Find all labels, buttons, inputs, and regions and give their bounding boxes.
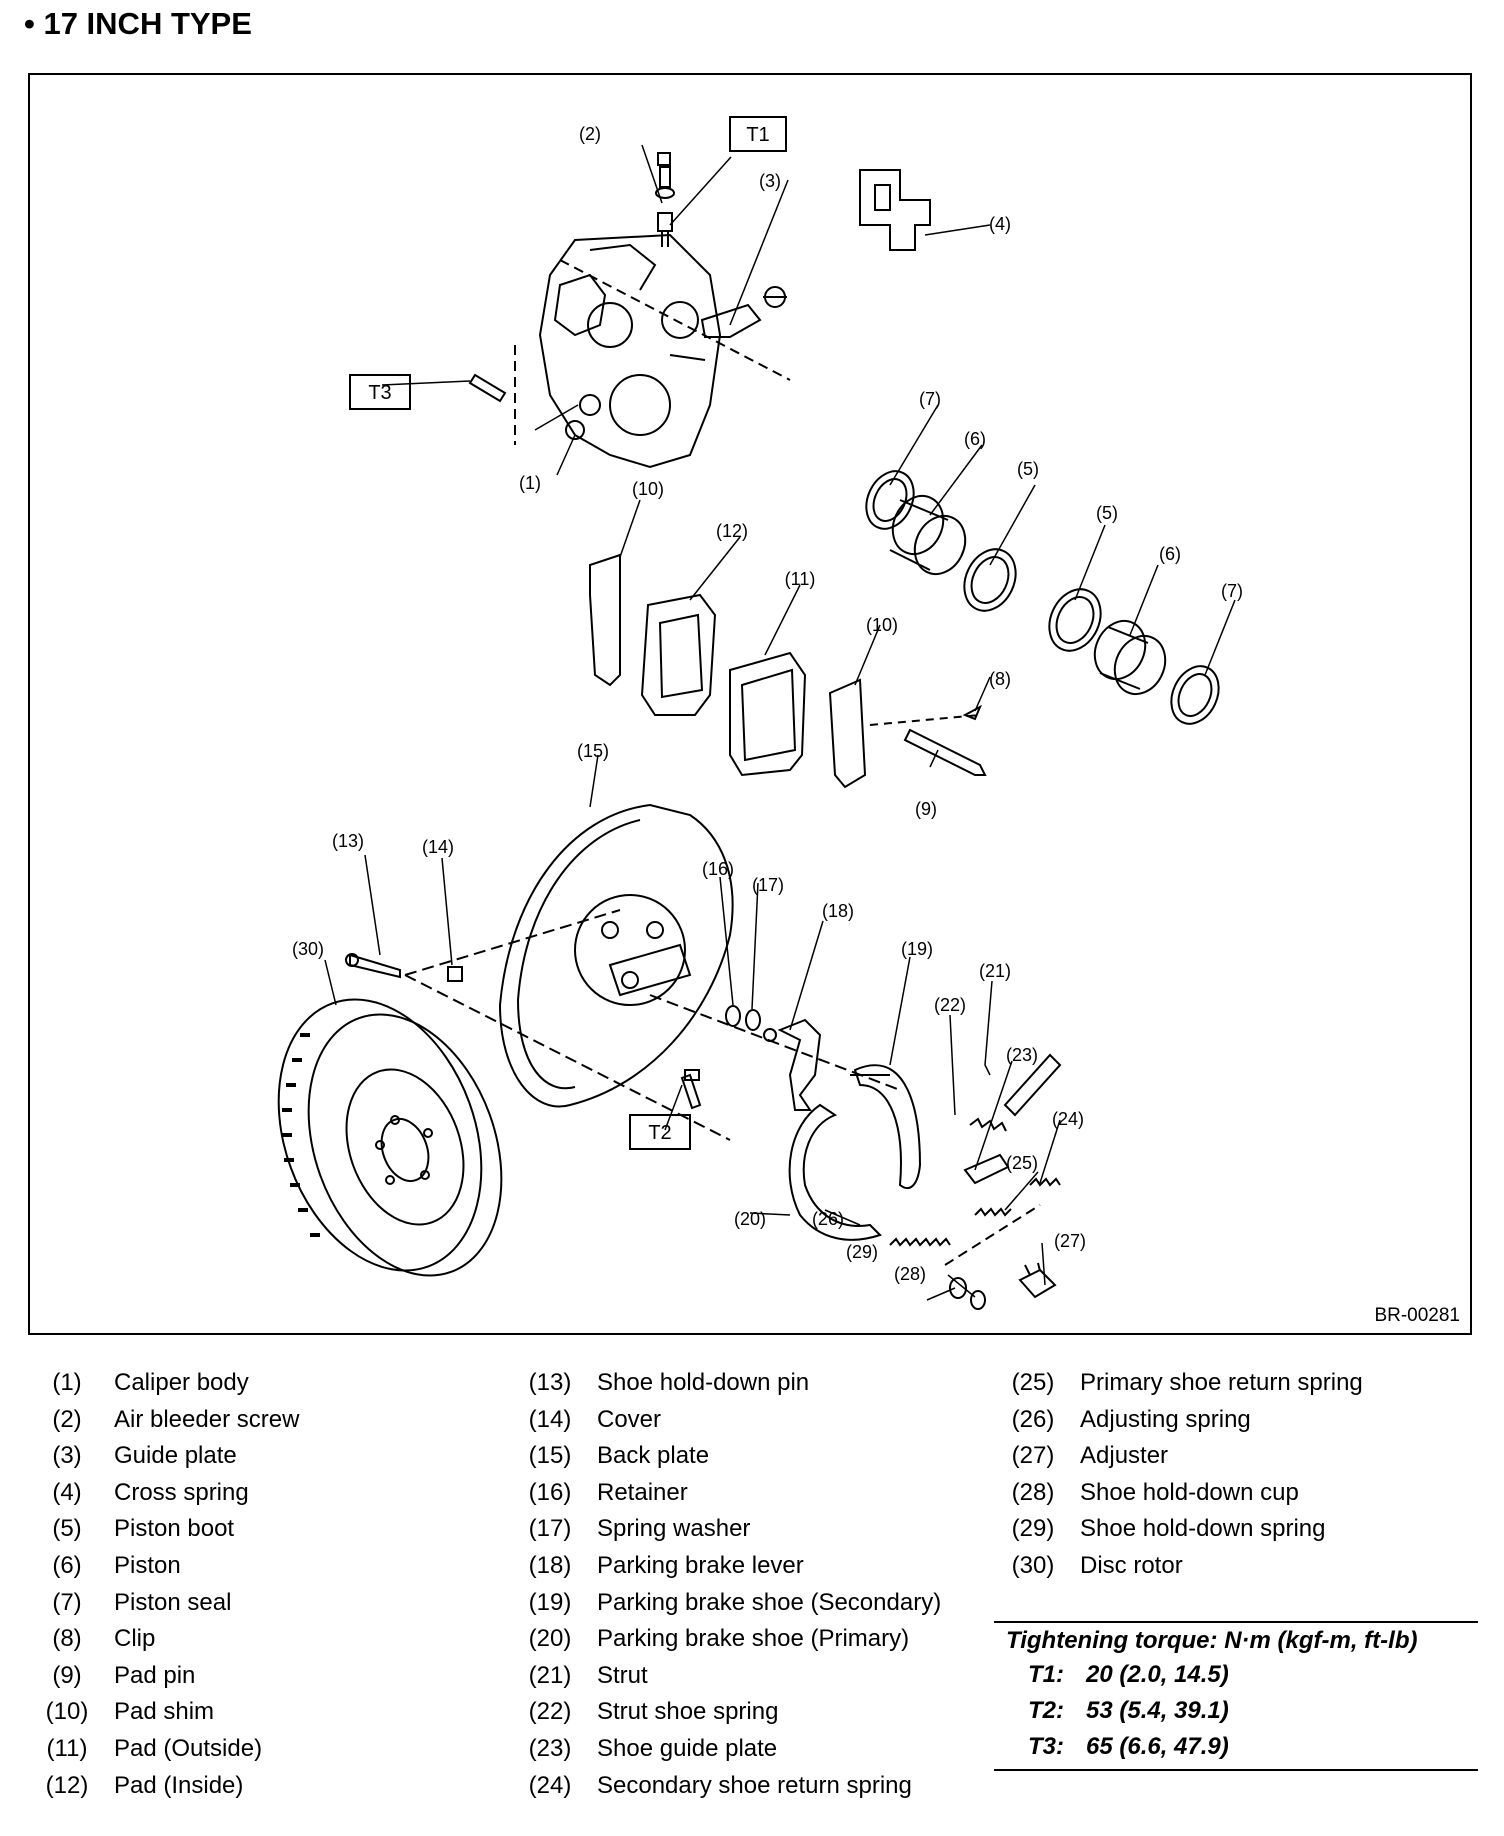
callout-21: (21) <box>979 961 1011 981</box>
callout-20: (20) <box>734 1209 766 1229</box>
piston-boot <box>1048 588 1102 652</box>
callout-22: (22) <box>934 995 966 1015</box>
callout-19: (19) <box>901 939 933 959</box>
callout-8: (8) <box>989 669 1011 689</box>
torque-row: T3:65 (6.6, 47.9) <box>1028 1733 1229 1760</box>
disc-rotor <box>277 998 503 1277</box>
callout-2: (2) <box>579 124 601 144</box>
callout-7: (7) <box>919 389 941 409</box>
dash-line <box>559 259 791 381</box>
shoe-hold-down-cup <box>970 1290 986 1310</box>
piston <box>1093 619 1167 696</box>
callout-6b: (6) <box>1159 544 1181 564</box>
callout-5: (5) <box>1017 459 1039 479</box>
cover <box>447 966 463 982</box>
callout-29: (29) <box>846 1242 878 1262</box>
figure-code: BR-00281 <box>1374 1305 1460 1326</box>
torque-tag-label: T1 <box>746 124 769 146</box>
parking-brake-shoe-secondary <box>850 1064 922 1190</box>
shoe-hold-down-pin <box>345 953 401 979</box>
divider <box>994 1621 1478 1623</box>
shoe-guide-plate <box>963 1153 1010 1185</box>
pad-shim <box>589 553 621 687</box>
pad-inside <box>640 593 717 716</box>
callout-16: (16) <box>702 859 734 879</box>
piston-seal <box>1170 665 1220 725</box>
callout-13: (13) <box>332 831 364 851</box>
strut-shoe-spring <box>969 1117 1007 1132</box>
torque-tag-label: T3 <box>368 382 391 404</box>
divider <box>994 1769 1478 1771</box>
page-heading: • 17 INCH TYPE <box>24 6 252 41</box>
callout-12: (12) <box>716 521 748 541</box>
strut <box>1003 1053 1062 1117</box>
parking-brake-lever <box>763 1018 822 1111</box>
spring-washer <box>745 1009 761 1031</box>
adjusting-spring <box>889 1237 951 1247</box>
caliper-body <box>538 233 722 469</box>
callout-23: (23) <box>1006 1045 1038 1065</box>
torque-row: T2:53 (5.4, 39.1) <box>1028 1697 1229 1724</box>
callout-17: (17) <box>752 875 784 895</box>
adjuster <box>1018 1262 1057 1299</box>
pad-shim <box>828 678 867 789</box>
callout-14: (14) <box>422 837 454 857</box>
torque-tag-label: T2 <box>648 1122 671 1144</box>
piston-boot <box>963 548 1017 612</box>
callout-27: (27) <box>1054 1231 1086 1251</box>
callout-10: (10) <box>632 479 664 499</box>
callout-6: (6) <box>964 429 986 449</box>
callout-10b: (10) <box>866 615 898 635</box>
bolt-t3 <box>468 373 507 403</box>
callout-30: (30) <box>292 939 324 959</box>
bolt-t2 <box>680 1069 702 1110</box>
back-plate <box>498 803 734 1108</box>
callout-5b: (5) <box>1096 503 1118 523</box>
secondary-shoe-return-spring <box>1029 1177 1061 1187</box>
callout-7b: (7) <box>1221 581 1243 601</box>
callout-28: (28) <box>894 1264 926 1284</box>
torque-row: T1:20 (2.0, 14.5) <box>1028 1661 1229 1688</box>
torque-tag-t1: T1 <box>729 116 787 152</box>
callout-18: (18) <box>822 901 854 921</box>
clip <box>962 704 982 721</box>
callout-24: (24) <box>1052 1109 1084 1129</box>
parking-brake-shoe-primary <box>788 1103 882 1241</box>
callout-26: (26) <box>812 1209 844 1229</box>
leader-lines <box>324 144 1236 1301</box>
torque-title: Tightening torque: N·m (kgf-m, ft-lb) <box>1006 1627 1418 1654</box>
callout-4: (4) <box>989 214 1011 234</box>
piston-seal <box>865 470 915 530</box>
torque-tag-t2: T2 <box>629 1114 691 1150</box>
pad-outside <box>729 651 807 777</box>
dash-line <box>404 909 621 976</box>
callout-1: (1) <box>519 473 541 493</box>
callout-3: (3) <box>759 171 781 191</box>
callout-9: (9) <box>915 799 937 819</box>
cross-spring <box>859 169 931 251</box>
pad-pin <box>903 728 987 776</box>
callout-11: (11) <box>785 569 816 589</box>
dash-line <box>869 714 981 726</box>
callout-15: (15) <box>577 741 609 761</box>
dash-line <box>404 974 731 1141</box>
shoe-hold-down-spring <box>949 1277 967 1299</box>
piston <box>889 494 967 576</box>
retainer <box>725 1005 741 1027</box>
primary-shoe-return-spring <box>974 1207 1012 1217</box>
callout-25: (25) <box>1006 1153 1038 1173</box>
exploded-diagram: T1 T2 T3 (1) (2) (3) (4) (5) (5) (6) (6)… <box>28 73 1472 1335</box>
guide-plate <box>700 286 787 338</box>
air-bleeder-screw <box>655 152 675 247</box>
torque-table: Tightening torque: N·m (kgf-m, ft-lb) T1… <box>994 1621 1478 1771</box>
torque-tag-t3: T3 <box>349 374 411 410</box>
dash-line <box>944 1204 1041 1266</box>
